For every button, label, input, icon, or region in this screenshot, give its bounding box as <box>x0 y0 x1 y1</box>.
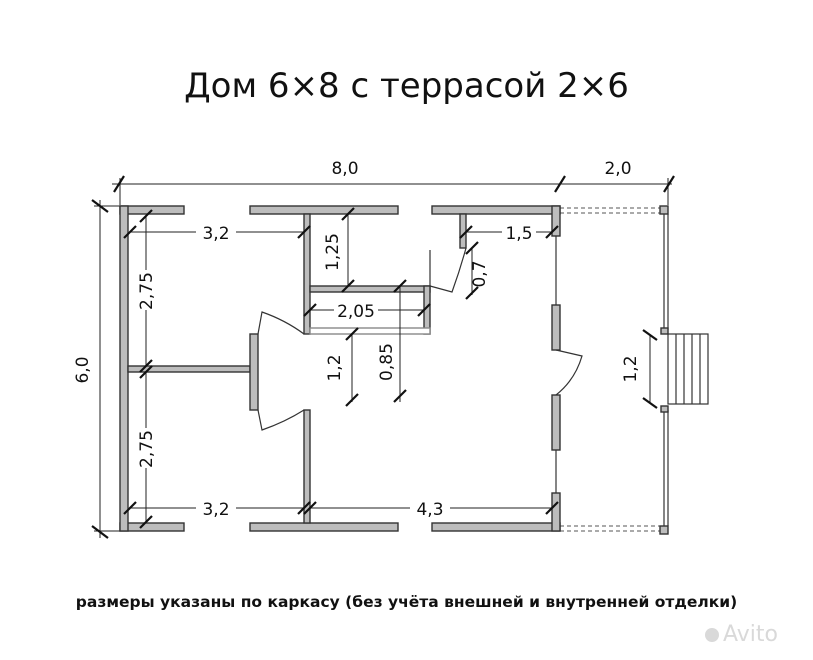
dimension-closet-door: 0,7 <box>465 241 490 300</box>
label-room-bottom-left-width: 3,2 <box>202 500 229 520</box>
label-room-bottom-left-depth: 2,75 <box>137 430 157 468</box>
label-closet-width: 1,5 <box>505 224 532 244</box>
watermark-text: Avito <box>723 622 778 647</box>
label-living-width: 4,3 <box>416 500 443 520</box>
avito-logo-icon <box>705 628 719 642</box>
plan-title: Дом 6×8 с террасой 2×6 <box>184 66 629 106</box>
dimension-living-width: 4,3 <box>303 498 559 520</box>
dimension-terrace-width: 2,0 <box>560 159 675 205</box>
dimension-corridor-depth: 0,85 <box>377 279 407 403</box>
watermark: Avito <box>705 622 778 647</box>
label-hall-depth: 1,2 <box>325 354 345 381</box>
label-terrace-width: 2,0 <box>604 159 631 179</box>
doors <box>257 247 583 431</box>
dimension-room-top-left-width: 3,2 <box>123 222 311 244</box>
terrace-stairs: 1,2 <box>621 329 709 409</box>
label-corridor-depth: 0,85 <box>377 343 397 381</box>
label-room-top-left-width: 3,2 <box>202 224 229 244</box>
label-house-length: 8,0 <box>331 159 358 179</box>
label-house-width: 6,0 <box>73 356 93 383</box>
dimension-room-top-left-depth: 2,75 <box>136 209 157 373</box>
dimension-house-width: 6,0 <box>73 199 122 539</box>
label-bath-depth: 1,25 <box>323 233 343 271</box>
dimension-room-bottom-left-depth: 2,75 <box>136 365 157 529</box>
label-terrace-stair: 1,2 <box>621 355 641 382</box>
label-room-top-left-depth: 2,75 <box>137 272 157 310</box>
dimension-closet-width: 1,5 <box>459 222 559 244</box>
dimension-hall-depth: 1,2 <box>325 327 359 407</box>
terrace <box>560 205 669 535</box>
plan-note: размеры указаны по каркасу (без учёта вн… <box>75 593 738 611</box>
interior-walls <box>127 213 467 524</box>
label-corridor-width: 2,05 <box>337 302 375 322</box>
dimension-corridor-width: 2,05 <box>303 300 431 322</box>
label-closet-door: 0,7 <box>470 260 490 287</box>
dimension-bath-depth: 1,25 <box>323 207 355 293</box>
dimension-house-length: 8,0 <box>112 159 566 205</box>
dimension-room-bottom-left-width: 3,2 <box>123 498 311 520</box>
